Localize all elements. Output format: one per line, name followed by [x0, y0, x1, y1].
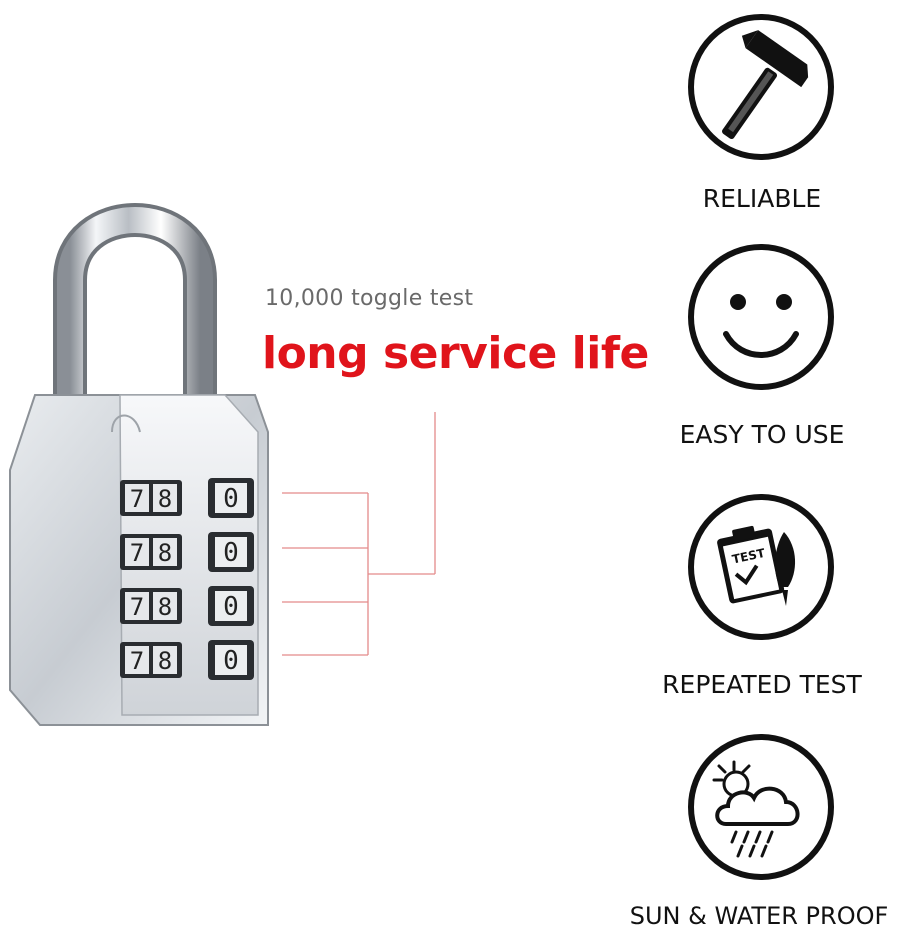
wheel-cell	[153, 538, 177, 566]
feature-label-easy-to-use: EASY TO USE	[679, 420, 845, 449]
wheel-cell	[125, 538, 149, 566]
wheel-cell	[153, 646, 177, 674]
wheel-digit-selected: 0	[223, 646, 239, 676]
wheel-digit-selected: 0	[223, 484, 239, 514]
hammer-icon	[688, 14, 834, 160]
test-icon-text: TEST	[731, 546, 767, 567]
wheel-cell	[153, 484, 177, 512]
feature-label-reliable: RELIABLE	[702, 184, 822, 213]
wheel-digit: 8	[158, 647, 172, 675]
wheel-cell	[125, 484, 149, 512]
feature-label-sun-water-proof: SUN & WATER PROOF	[629, 902, 889, 930]
wheel-cell	[215, 483, 247, 513]
wheel-cell	[215, 537, 247, 567]
test-clipboard-icon: TEST	[688, 494, 834, 640]
wheel-digit: 7	[130, 485, 144, 513]
wheel-cell	[215, 645, 247, 675]
wheel-cell	[125, 592, 149, 620]
wheel-cell	[153, 592, 177, 620]
callout-headline: long service life	[262, 328, 649, 379]
wheel-digit: 8	[158, 593, 172, 621]
wheel-digit: 8	[158, 539, 172, 567]
smiley-face-icon	[688, 244, 834, 390]
wheel-digit: 7	[130, 539, 144, 567]
wheel-cell	[215, 591, 247, 621]
callout-subtitle: 10,000 toggle test	[265, 286, 474, 311]
wheel-digit: 8	[158, 485, 172, 513]
lock-shackle	[53, 203, 217, 410]
feature-label-repeated-test: REPEATED TEST	[662, 670, 862, 699]
sun-cloud-rain-icon	[688, 734, 834, 880]
wheel-cell	[125, 646, 149, 674]
wheel-digit-selected: 0	[223, 538, 239, 568]
wheel-digit: 7	[130, 647, 144, 675]
wheel-digit: 7	[130, 593, 144, 621]
wheel-digit-selected: 0	[223, 592, 239, 622]
